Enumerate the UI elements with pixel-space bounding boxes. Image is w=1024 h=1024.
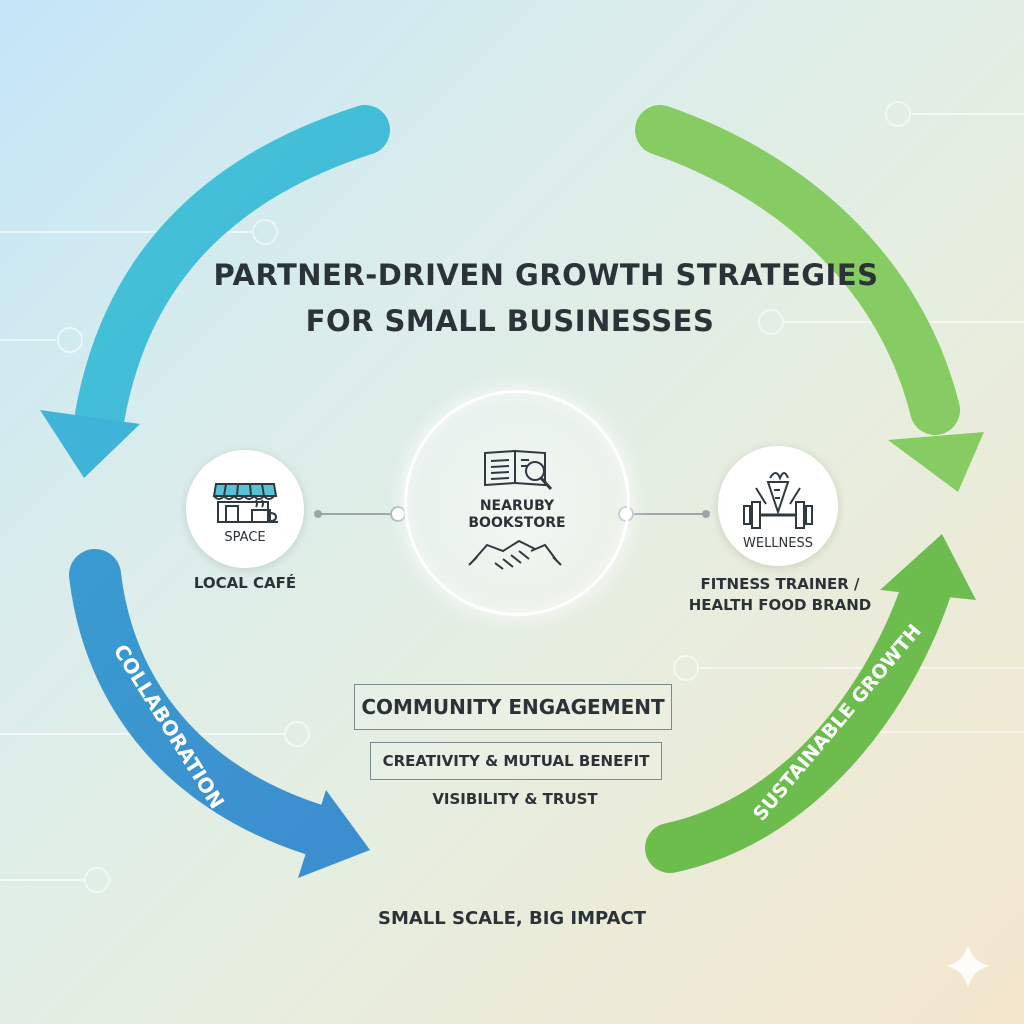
- handshake-icon: [468, 539, 562, 570]
- footer-tagline: SMALL SCALE, BIG IMPACT: [377, 908, 646, 929]
- book-magnifier-icon: [484, 449, 553, 491]
- partner-caption-cafe: LOCAL CAFÉ: [193, 574, 297, 592]
- partner-node-cafe: SPACE: [186, 450, 304, 568]
- benefit-creativity: CREATIVITY & MUTUAL BENEFIT: [370, 742, 662, 780]
- partner-badge-wellness: WELLNESS: [743, 536, 813, 551]
- arrow-bottom-right: [645, 560, 953, 873]
- partner-node-wellness: WELLNESS: [718, 446, 838, 566]
- storefront-cafe-icon: [212, 483, 278, 523]
- partner-badge-space: SPACE: [224, 530, 266, 545]
- title-line-1: PARTNER-DRIVEN GROWTH STRATEGIES: [213, 258, 879, 292]
- center-label-line-2: BOOKSTORE: [468, 515, 566, 531]
- arrow-label-sustainable-growth: SUSTAINABLE GROWTH: [749, 620, 926, 825]
- carrot-dumbbell-icon: [743, 472, 813, 529]
- arrow-top-right: [635, 105, 960, 435]
- partner-caption-wellness-line-1: FITNESS TRAINER /: [700, 575, 860, 593]
- benefit-visibility-trust: VISIBILITY & TRUST: [432, 790, 598, 808]
- sparkle-icon: [946, 944, 990, 988]
- arrow-top-left: [75, 105, 390, 440]
- partner-caption-wellness-line-2: HEALTH FOOD BRAND: [688, 596, 872, 614]
- arrow-top-right-head: [888, 432, 984, 492]
- arrow-bottom-left: [69, 549, 341, 856]
- arrow-bottom-right-head: [880, 534, 976, 600]
- benefit-community-engagement: COMMUNITY ENGAGEMENT: [354, 684, 672, 730]
- partner-caption-wellness: FITNESS TRAINER / HEALTH FOOD BRAND: [680, 574, 880, 616]
- arrow-bottom-left-head: [298, 790, 370, 878]
- arrow-top-left-head: [40, 410, 140, 478]
- center-label: NEARUBY BOOKSTORE: [407, 498, 627, 532]
- title-line-2: FOR SMALL BUSINESSES: [305, 304, 715, 338]
- center-label-line-1: NEARUBY: [479, 498, 555, 514]
- center-node-bookstore: NEARUBY BOOKSTORE: [404, 390, 630, 616]
